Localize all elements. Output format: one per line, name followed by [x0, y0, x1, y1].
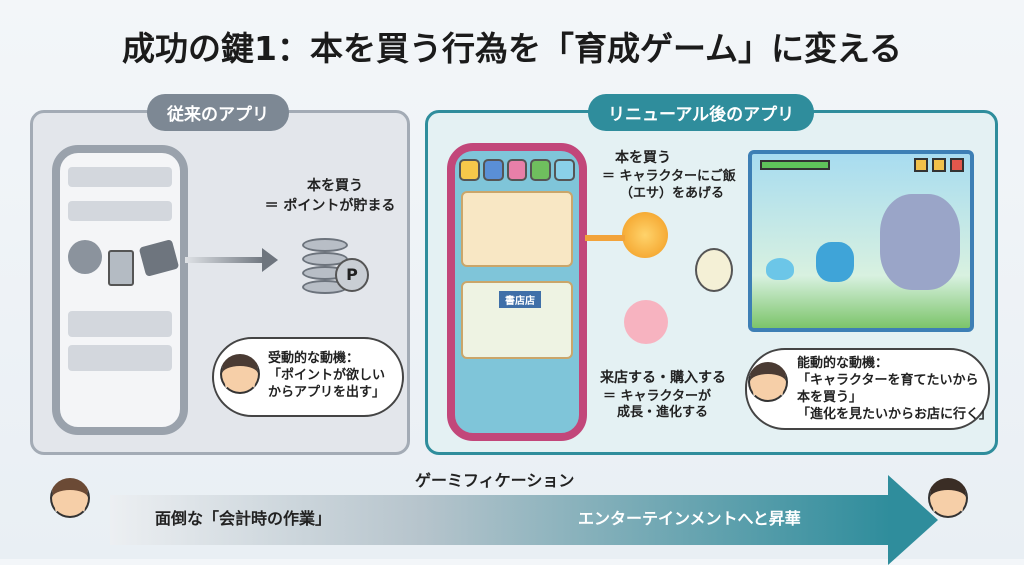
passive-thought-line2: 「ポイントが欲しい — [268, 368, 386, 383]
arrowhead-icon — [262, 248, 278, 272]
passive-thought-line1: 受動的な動機： — [268, 351, 360, 366]
slime-character-icon — [766, 258, 794, 280]
shop-tap-icon — [624, 300, 668, 344]
happy-user-avatar — [748, 362, 788, 402]
page-title: 成功の鍵1：本を買う行為を「育成ゲーム」に変える — [122, 29, 902, 68]
legacy-phone — [52, 145, 188, 435]
active-thought-line4: 「進化を見たいからお店に行く」 — [797, 407, 993, 422]
egg-character-icon — [695, 248, 733, 292]
legacy-caption-line1: 本を買う — [307, 178, 363, 194]
app-icon[interactable] — [482, 159, 504, 181]
monster-character-icon — [816, 242, 854, 282]
point-coin-icon: P — [335, 258, 369, 292]
passive-thought-line3: からアプリを出す」 — [268, 385, 386, 400]
active-thought-line1: 能動的な動機： — [797, 356, 889, 371]
pet-food-icon — [622, 212, 668, 258]
minimize-icon[interactable] — [914, 158, 928, 172]
renewed-app-label: リニューアル後のアプリ — [588, 94, 815, 131]
active-thought-line3: 本を買う」 — [797, 390, 863, 405]
dragon-character-icon — [880, 194, 960, 290]
visit-caption-line2: ＝ キャラクターが — [603, 389, 712, 404]
feed-caption-line2: ＝ キャラクターにご飯 — [602, 169, 736, 184]
happy-gamer-avatar — [928, 478, 968, 518]
from-text: 面倒な「会計時の作業」 — [155, 509, 332, 528]
visit-caption-line3: 成長・進化する — [617, 405, 709, 420]
store-scene: 書店店 — [461, 281, 573, 359]
feed-caption-line1: 本を買う — [615, 150, 671, 166]
worried-user-avatar — [220, 354, 260, 394]
game-window — [748, 150, 974, 332]
legacy-app-label: 従来のアプリ — [147, 94, 289, 131]
game-phone: 書店店 — [447, 143, 587, 441]
legacy-caption-line2: ＝ ポイントが貯まる — [264, 198, 396, 214]
gear-icon[interactable] — [554, 159, 575, 181]
gamification-arrow — [110, 495, 890, 545]
maximize-icon[interactable] — [932, 158, 946, 172]
cashier-person-icon — [68, 240, 102, 274]
feed-arrow-icon — [585, 235, 625, 241]
close-icon[interactable] — [950, 158, 964, 172]
register-icon — [108, 250, 134, 286]
visit-caption-line1: 来店する・購入する — [600, 370, 726, 386]
app-icon[interactable] — [506, 159, 528, 181]
active-thought-line2: 「キャラクターを育てたいから — [797, 373, 979, 388]
tired-cashier-avatar — [50, 478, 90, 518]
arrow-icon — [185, 257, 265, 263]
store-sign: 書店店 — [499, 291, 541, 308]
gamification-label: ゲーミフィケーション — [415, 471, 575, 490]
app-icon[interactable] — [530, 159, 552, 181]
health-bar — [760, 160, 830, 170]
feed-caption-line3: （エサ）をあげる — [620, 186, 725, 201]
to-text: エンターテインメントへと昇華 — [578, 509, 801, 528]
star-app-icon[interactable] — [459, 159, 480, 181]
purchase-scene — [461, 191, 573, 267]
